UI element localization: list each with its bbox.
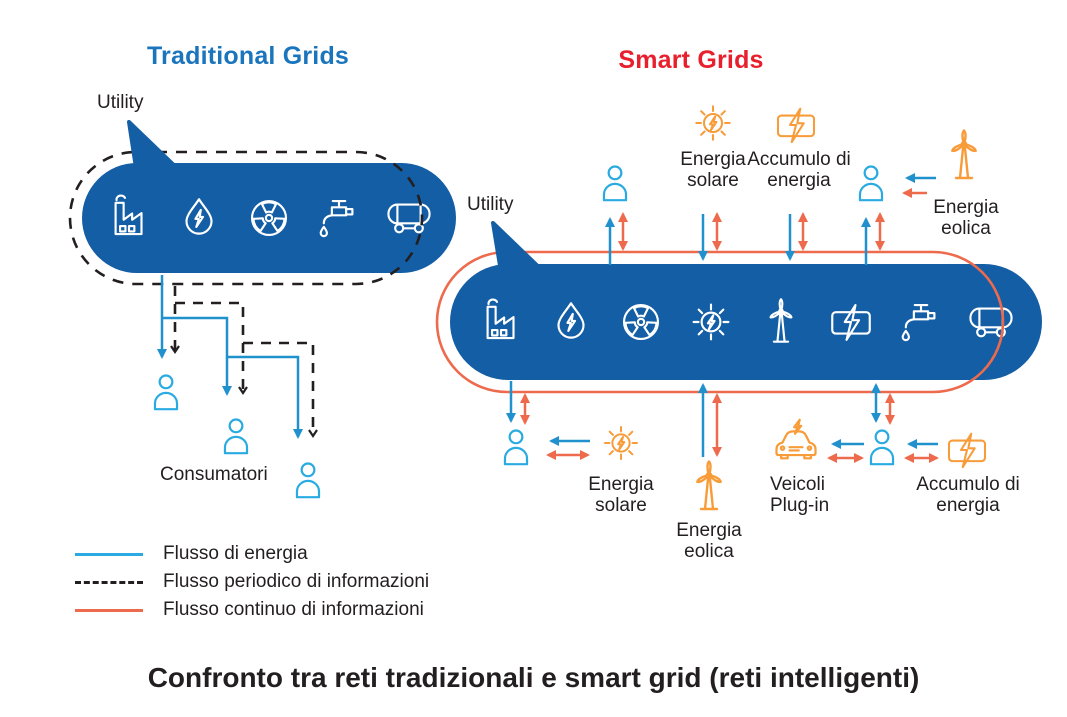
smart-utility-label: Utility <box>467 194 514 215</box>
consumer-person-icon <box>221 417 251 455</box>
solar-energy-icon <box>598 420 644 466</box>
caption: Confronto tra reti tradizionali e smart … <box>147 662 920 693</box>
legend: Flusso di energia Flusso periodico di in… <box>75 540 505 624</box>
nuclear-icon <box>616 297 666 347</box>
prosumer-person-icon <box>856 164 886 202</box>
storage-bottom-label: Accumulo di energia <box>916 474 1020 517</box>
drop-icon <box>174 193 224 243</box>
battery-icon <box>826 297 876 347</box>
energy-line-sample <box>75 552 143 556</box>
legend-label: Flusso continuo di informazioni <box>163 599 424 620</box>
periodic-information-flow-lines <box>170 286 318 438</box>
wind-energy-icon <box>681 459 737 515</box>
periodic-line-sample <box>75 580 143 584</box>
continuous-line-sample <box>75 608 143 612</box>
wind-energy-icon <box>936 128 992 184</box>
prosumer-person-icon <box>600 164 630 202</box>
traditional-utility-pill <box>82 163 456 273</box>
energy-storage-icon <box>772 101 820 149</box>
plug-in-vehicle-icon <box>768 417 824 469</box>
smart-utility-pill <box>450 264 1042 380</box>
legend-item-energy: Flusso di energia <box>75 540 505 568</box>
legend-label: Flusso periodico di informazioni <box>163 571 430 592</box>
legend-item-periodic: Flusso periodico di informazioni <box>75 568 505 596</box>
prosumer-person-icon <box>501 428 531 466</box>
vehicles-label: Veicoli Plug-in <box>770 474 830 517</box>
legend-label: Flusso di energia <box>163 543 308 564</box>
energy-storage-icon <box>942 426 992 474</box>
tap-icon <box>896 297 946 347</box>
smart-grids-title: Smart Grids <box>618 46 764 74</box>
tank-icon <box>384 193 434 243</box>
wind-top-label: Energia eolica <box>933 197 999 240</box>
consumer-person-icon <box>151 373 181 411</box>
traditional-grids-title: Traditional Grids <box>146 42 350 70</box>
nuclear-icon <box>244 193 294 243</box>
solar-bottom-label: Energia solare <box>588 474 654 517</box>
tank-icon <box>966 297 1016 347</box>
consumers-label: Consumatori <box>160 464 268 485</box>
solar-top-label: Energia solare <box>680 149 746 192</box>
traditional-utility-label: Utility <box>97 92 144 113</box>
consumer-person-icon <box>293 461 323 499</box>
solar-energy-icon <box>689 99 737 147</box>
sun-icon <box>686 297 736 347</box>
prosumer-person-icon <box>867 428 897 466</box>
factory-icon <box>104 193 154 243</box>
wind-bottom-label: Energia eolica <box>676 520 742 563</box>
tap-icon <box>314 193 364 243</box>
wind-icon <box>756 297 806 347</box>
storage-top-label: Accumulo di energia <box>747 149 851 192</box>
legend-item-continuous: Flusso continuo di informazioni <box>75 596 505 624</box>
factory-icon <box>476 297 526 347</box>
drop-icon <box>546 297 596 347</box>
